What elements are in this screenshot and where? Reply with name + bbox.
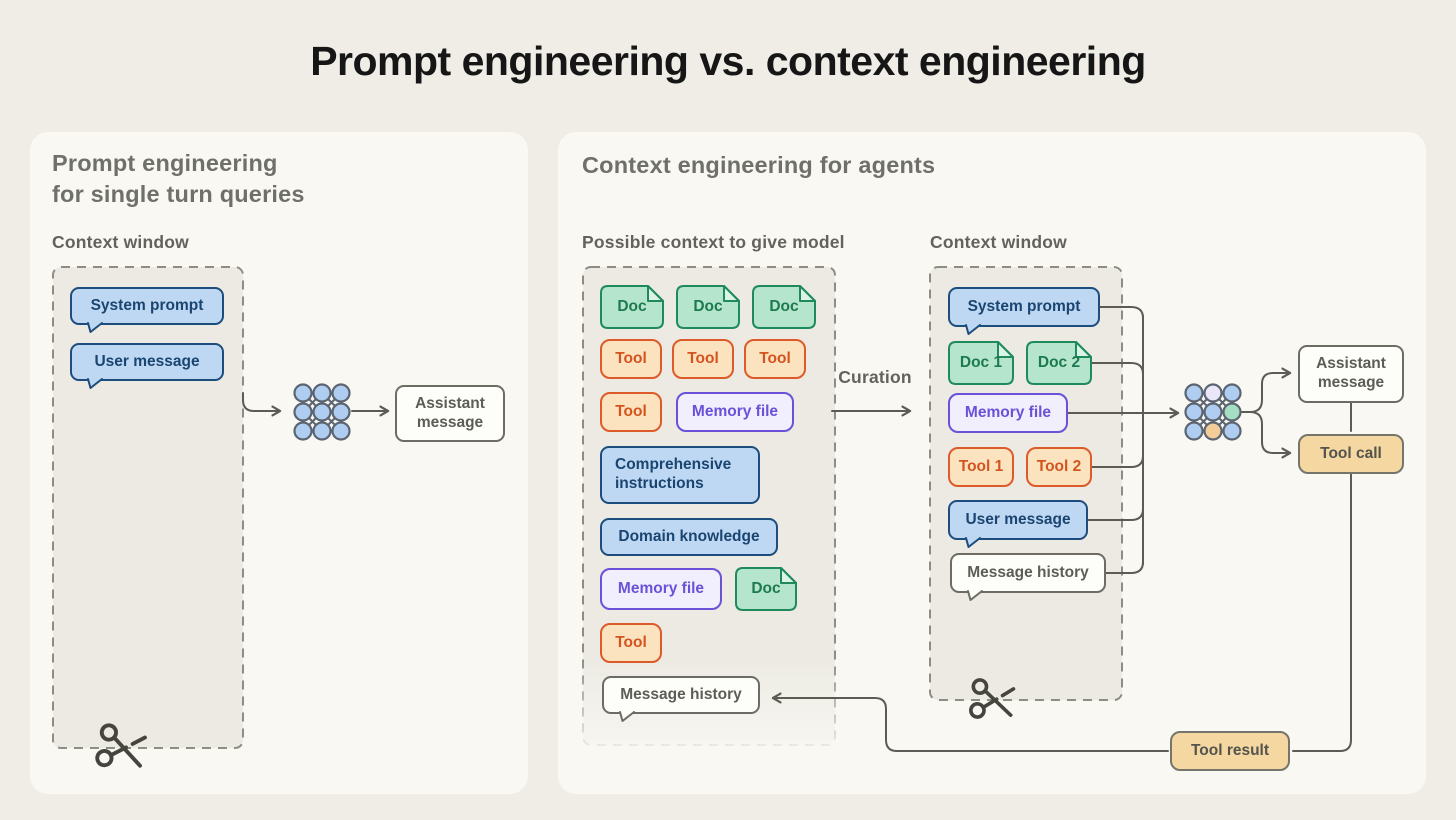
doc-node: Doc — [600, 285, 664, 329]
bubble-tail-icon — [965, 534, 981, 548]
tool-1-node: Tool 1 — [948, 447, 1014, 487]
node-label: Memory file — [964, 403, 1052, 421]
bubble-tail-icon — [87, 375, 103, 389]
node-label: Tool — [759, 349, 791, 367]
node-label: Assistant message — [1316, 355, 1386, 391]
node-label: Doc — [693, 297, 723, 315]
tool-node: Tool — [600, 623, 662, 663]
assistant-message-node: Assistant message — [1298, 345, 1404, 403]
doc-shape-icon — [948, 341, 1014, 385]
node-label: Tool — [615, 633, 647, 651]
curation-label: Curation — [838, 367, 912, 387]
tool-node: Tool — [672, 339, 734, 379]
memory-file-node: Memory file — [676, 392, 794, 432]
node-label: Tool 2 — [1036, 457, 1082, 475]
node-label: Doc — [617, 297, 647, 315]
memory-file-node: Memory file — [948, 393, 1068, 433]
page-title: Prompt engineering vs. context engineeri… — [310, 38, 1146, 84]
doc-node: Doc — [735, 567, 797, 611]
doc-node: Doc — [676, 285, 740, 329]
node-label: User message — [965, 510, 1071, 528]
doc-shape-icon — [752, 285, 816, 329]
scissors-icon — [969, 678, 1016, 719]
doc-shape-icon — [1026, 341, 1092, 385]
bubble-tail-icon — [967, 587, 983, 601]
node-label: System prompt — [90, 296, 204, 314]
node-label: Doc — [751, 579, 781, 597]
node-label: Comprehensive instructions — [615, 456, 732, 492]
tool-node: Tool — [600, 392, 662, 432]
tool-result-node: Tool result — [1170, 731, 1290, 771]
node-label: Memory file — [617, 579, 705, 597]
user-message-node: User message — [70, 343, 224, 389]
message-history-node: Message history — [950, 553, 1106, 601]
scissors-icon — [95, 723, 147, 768]
node-label: Tool — [615, 402, 647, 420]
node-label: Doc 2 — [1037, 353, 1081, 371]
bubble-tail-icon — [965, 321, 981, 335]
node-label: Tool call — [1320, 444, 1382, 462]
node-label: Message history — [620, 685, 742, 703]
neural-network-icon — [1184, 383, 1242, 441]
assistant-message-node: Assistant message — [395, 385, 505, 442]
node-label: Tool — [615, 349, 647, 367]
comprehensive-instructions-node: Comprehensive instructions — [600, 446, 760, 504]
tool-node: Tool — [600, 339, 662, 379]
node-label: Assistant message — [415, 394, 485, 431]
doc-node: Doc — [752, 285, 816, 329]
tool-node: Tool — [744, 339, 806, 379]
doc-1-node: Doc 1 — [948, 341, 1014, 385]
tool-2-node: Tool 2 — [1026, 447, 1092, 487]
bubble-tail-icon — [87, 319, 103, 333]
neural-network-icon — [293, 383, 351, 441]
doc-shape-icon — [676, 285, 740, 329]
possible-context-label: Possible context to give model — [582, 232, 845, 252]
doc-shape-icon — [735, 567, 797, 611]
doc-2-node: Doc 2 — [1026, 341, 1092, 385]
doc-shape-icon — [600, 285, 664, 329]
user-message-node: User message — [948, 500, 1088, 548]
domain-knowledge-node: Domain knowledge — [600, 518, 778, 556]
tool-call-node: Tool call — [1298, 434, 1404, 474]
message-history-node: Message history — [602, 676, 760, 722]
left-panel-heading: Prompt engineering for single turn queri… — [52, 150, 305, 208]
memory-file-node: Memory file — [600, 568, 722, 610]
node-label: Doc 1 — [959, 353, 1003, 371]
node-label: Tool 1 — [958, 457, 1004, 475]
node-label: Memory file — [691, 402, 779, 420]
node-label: Tool result — [1190, 741, 1270, 759]
node-label: Tool — [687, 349, 719, 367]
node-label: Doc — [769, 297, 799, 315]
node-label: System prompt — [967, 297, 1081, 315]
right-context-window-label: Context window — [930, 232, 1067, 252]
system-prompt-node: System prompt — [948, 287, 1100, 335]
right-panel-heading: Context engineering for agents — [582, 152, 936, 178]
left-context-window-label: Context window — [52, 232, 189, 252]
node-label: Domain knowledge — [618, 527, 760, 545]
bubble-tail-icon — [619, 708, 635, 722]
node-label: User message — [94, 352, 200, 370]
node-label: Message history — [967, 563, 1089, 581]
system-prompt-node: System prompt — [70, 287, 224, 333]
